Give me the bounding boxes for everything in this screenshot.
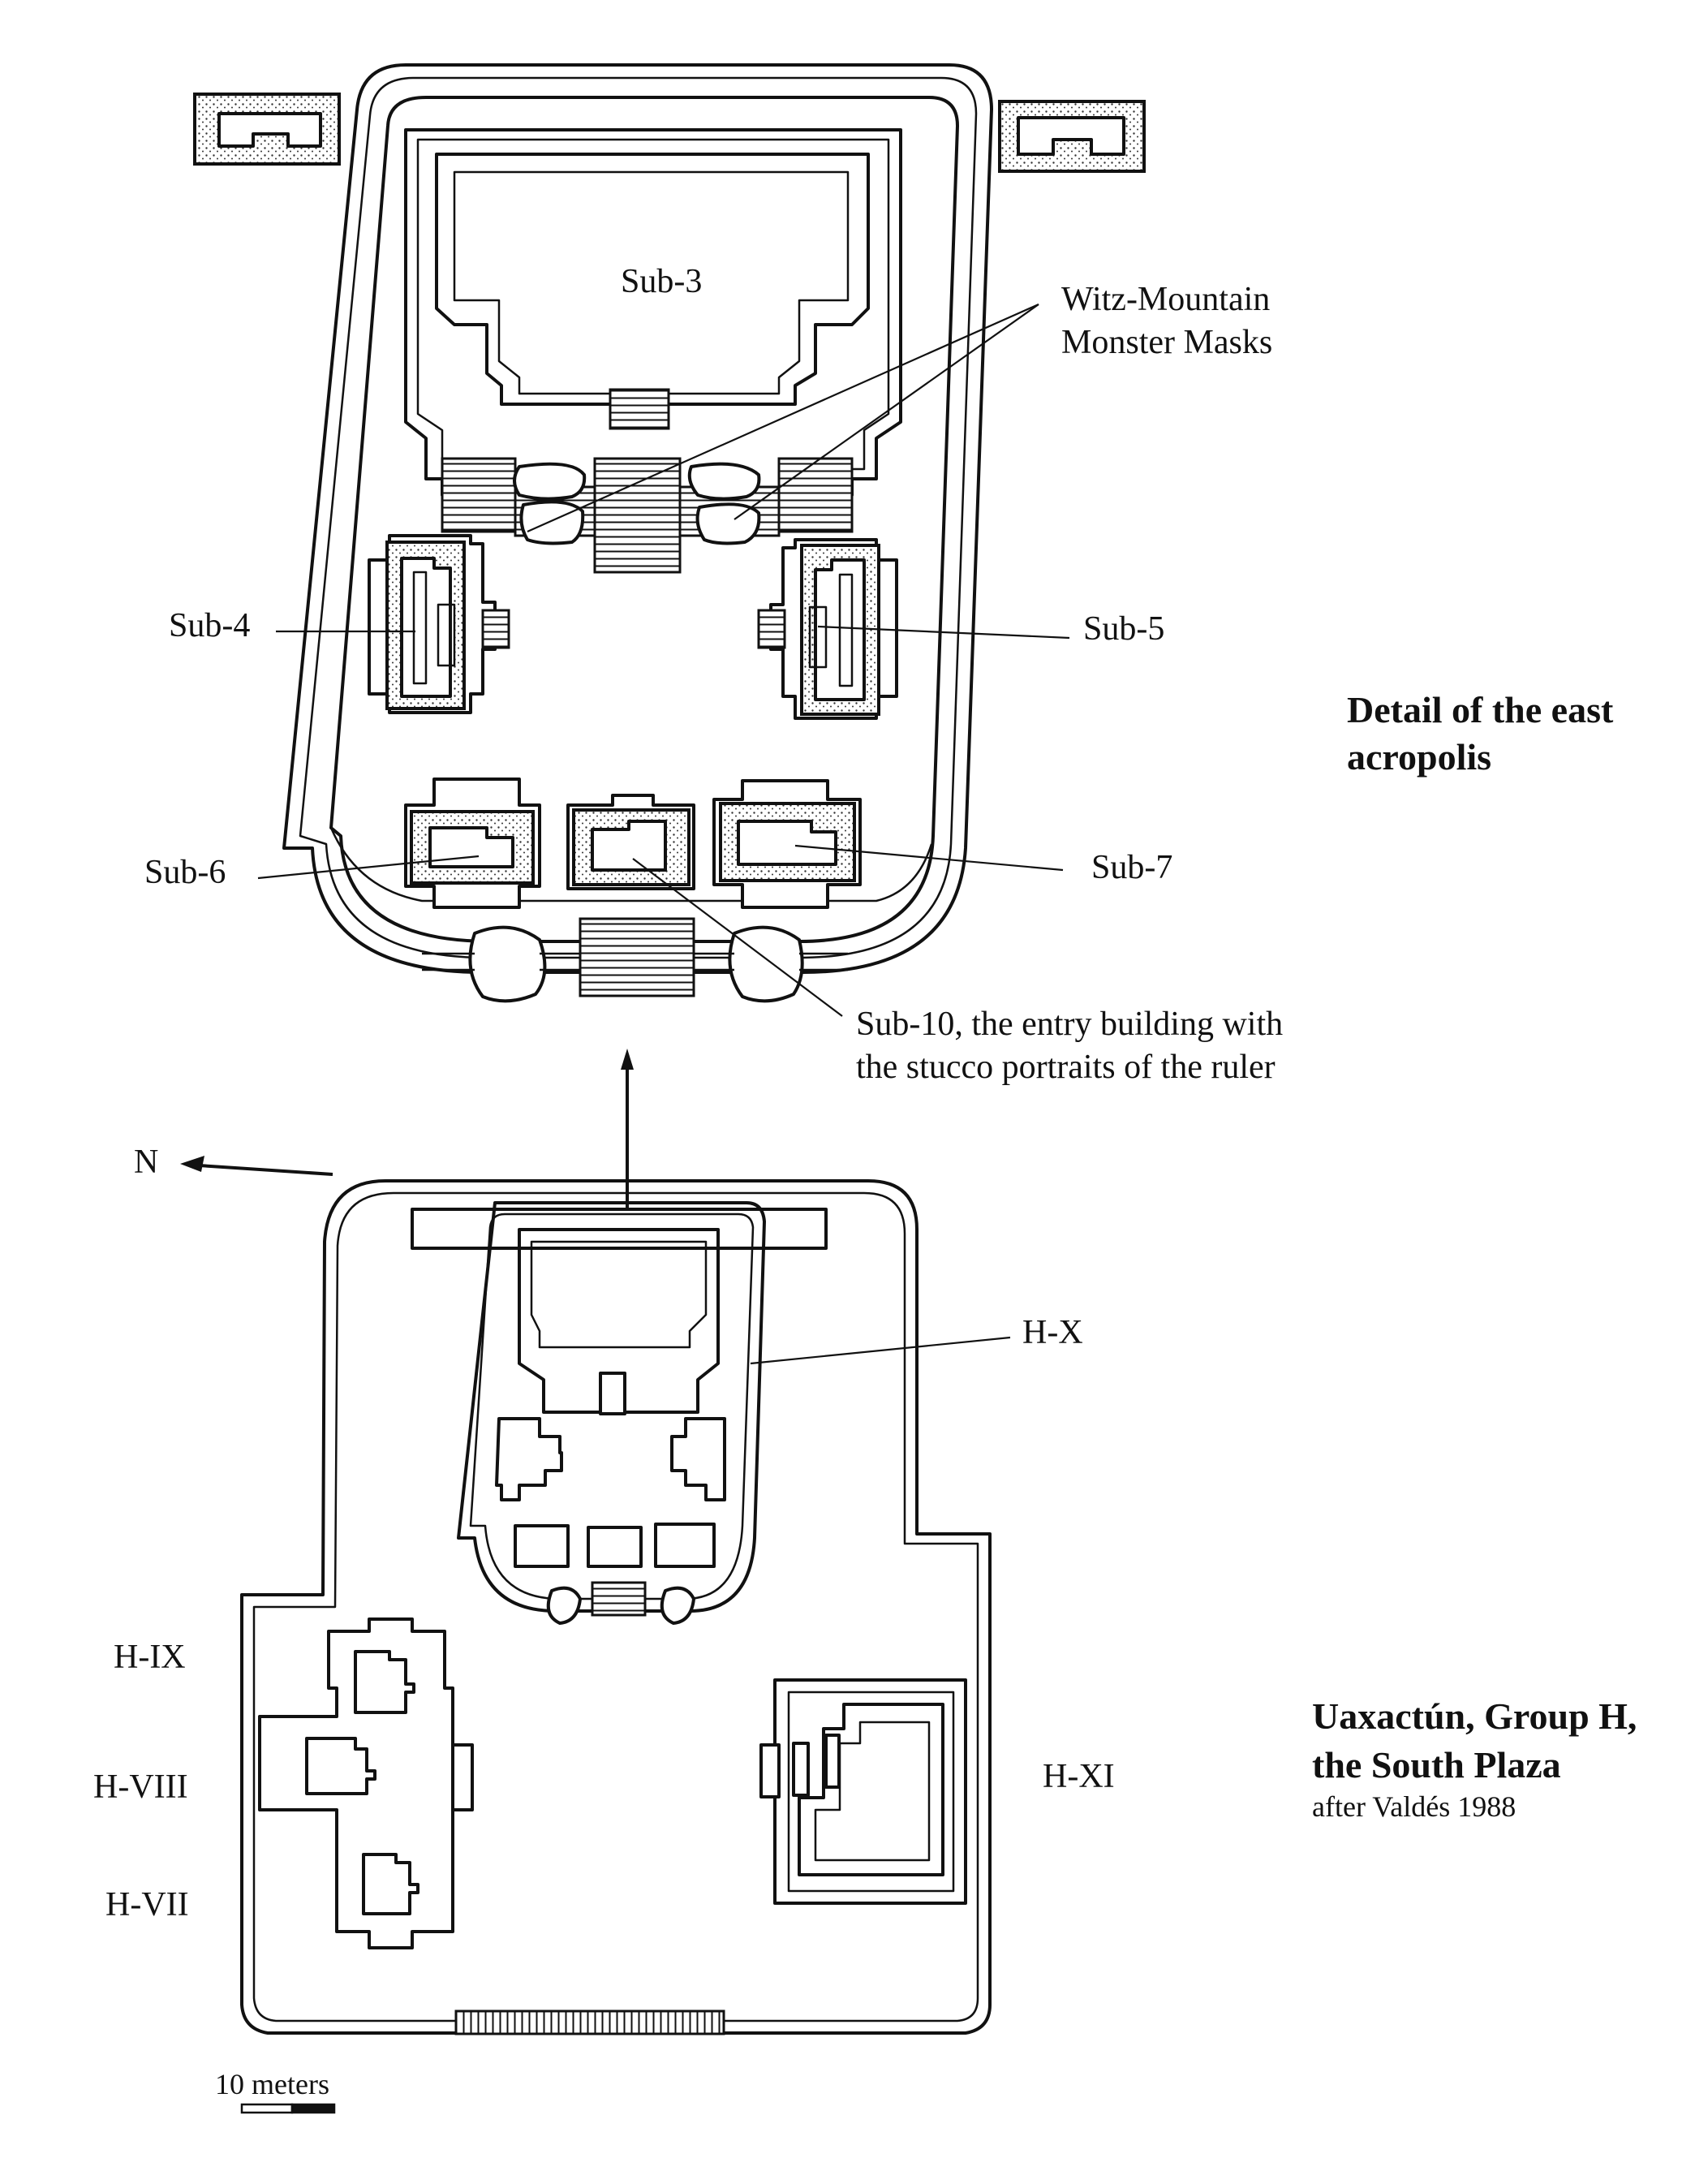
caption-group-line-2: the South Plaza: [1312, 1744, 1561, 1785]
structure-sub-3: [404, 128, 902, 509]
structures-h-ix-h-viii-h-vii: [258, 1617, 474, 1949]
structure-h-xi: [759, 1678, 967, 1905]
structure-h-ix: [354, 1650, 415, 1714]
plan-labels: Sub-3 Witz-Mountain Monster Masks Sub-4 …: [93, 263, 1283, 1923]
label-masks-line-1: Witz-Mountain: [1061, 281, 1270, 318]
caption-group-line-1: Uaxactún, Group H,: [1312, 1695, 1637, 1737]
caption-detail-line-2: acropolis: [1347, 736, 1491, 778]
structure-sub-6: [404, 778, 541, 909]
leader-lines: [257, 303, 1070, 1365]
label-north: N: [134, 1144, 158, 1181]
label-sub-7: Sub-7: [1091, 849, 1172, 886]
view-link-arrow: [621, 1049, 634, 1217]
label-h-ix: H-IX: [114, 1639, 186, 1676]
structure-sub-4: [368, 534, 510, 714]
north-arrow: [180, 1156, 333, 1176]
acropolis-entry-stair: [579, 917, 695, 997]
structure-sub-5: [757, 538, 898, 720]
structure-h-vii: [362, 1853, 419, 1915]
label-masks-line-2: Monster Masks: [1061, 324, 1272, 361]
label-h-xi: H-XI: [1043, 1758, 1115, 1795]
corner-building-left: [193, 93, 341, 166]
caption-credit: after Valdés 1988: [1312, 1790, 1516, 1823]
sub-3-summit-stair: [609, 388, 670, 430]
scale-bar: 10 meters: [215, 2068, 336, 2114]
label-sub-6: Sub-6: [144, 854, 226, 891]
scale-bar-label: 10 meters: [215, 2068, 329, 2100]
label-h-vii: H-VII: [105, 1886, 189, 1923]
label-sub-10-line-1: Sub-10, the entry building with: [856, 1006, 1283, 1043]
caption-detail-line-1: Detail of the east: [1347, 689, 1614, 730]
north-arrow-icon: [180, 1156, 204, 1172]
structure-sub-7: [712, 779, 862, 909]
label-sub-10-line-2: the stucco portraits of the ruler: [856, 1049, 1276, 1086]
entry-mask-right: [728, 925, 804, 1003]
plaza-south-stair: [454, 2009, 725, 2035]
figure-captions: Detail of the east acropolis Uaxactún, G…: [1312, 689, 1637, 1823]
corner-building-right: [998, 100, 1146, 173]
label-sub-4: Sub-4: [169, 607, 250, 644]
sub-3-main-stair: [593, 457, 682, 574]
structure-sub-10: [566, 794, 695, 890]
label-sub-5: Sub-5: [1083, 610, 1164, 648]
east-acropolis-detail: [193, 63, 1146, 1003]
structure-h-viii: [305, 1737, 376, 1795]
structure-h-x: [411, 1201, 828, 1625]
label-h-viii: H-VIII: [93, 1768, 188, 1806]
south-plaza-plan: [240, 1179, 992, 2035]
entry-mask-left: [468, 925, 547, 1003]
label-h-x: H-X: [1022, 1314, 1083, 1351]
witz-mountain-masks: [513, 462, 761, 545]
label-sub-3: Sub-3: [621, 263, 702, 300]
